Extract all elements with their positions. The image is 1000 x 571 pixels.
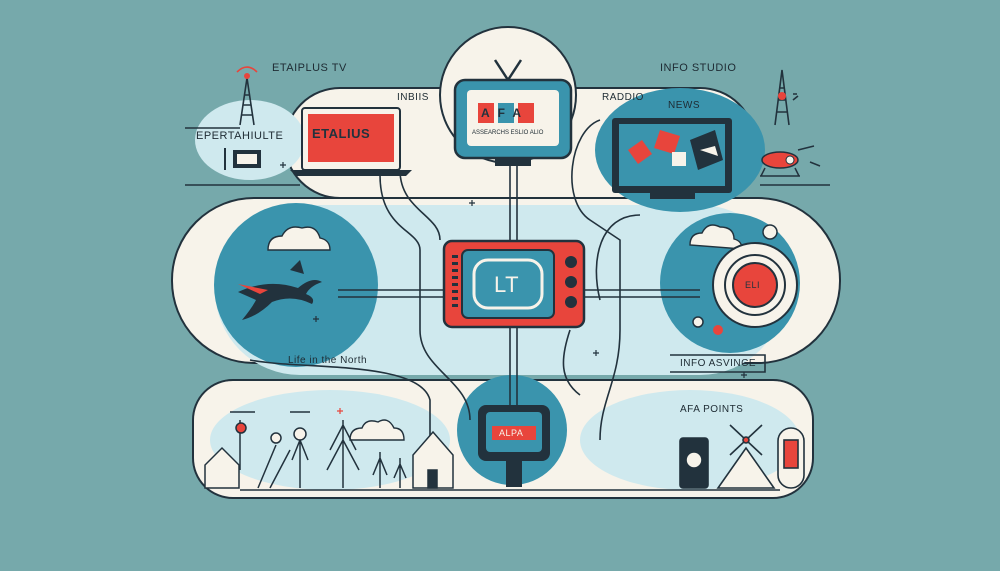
device-icon bbox=[224, 148, 261, 170]
dial-text: ELI bbox=[745, 280, 761, 290]
tree-icon-3 bbox=[372, 452, 388, 488]
connector-lines bbox=[185, 119, 830, 491]
tree-icon-4 bbox=[393, 458, 407, 488]
tv-logo-text: AFA bbox=[481, 106, 529, 120]
bottom-screen-icon bbox=[478, 405, 550, 487]
cloud-icon-bottom bbox=[349, 419, 405, 441]
house-icon-right bbox=[412, 430, 454, 489]
label-inbiis: INBIIS bbox=[397, 92, 429, 103]
teal-left-circle bbox=[214, 203, 378, 367]
wire-2 bbox=[399, 169, 441, 241]
news-tv-icon bbox=[612, 118, 732, 199]
info-advance-tag bbox=[670, 354, 766, 373]
antenna-tower-right bbox=[774, 69, 799, 126]
blob-bottom-left bbox=[210, 390, 450, 490]
dial-icon bbox=[692, 224, 798, 335]
top-tv-icon bbox=[453, 59, 573, 166]
label-etaiplus-tv: ETAIPLUS TV bbox=[272, 62, 347, 74]
label-info-studio: INFO STUDIO bbox=[660, 62, 737, 74]
center-hub-icon bbox=[442, 239, 586, 329]
cloud-icon-left bbox=[267, 226, 331, 251]
village-scene bbox=[204, 411, 454, 489]
wire-4 bbox=[571, 119, 621, 441]
sparkles bbox=[280, 162, 747, 414]
house-icon-left bbox=[204, 446, 240, 489]
tv-caption-text: ASSEARCHS ESLIO ALIO bbox=[472, 130, 544, 136]
bird-icon bbox=[238, 260, 322, 320]
laptop-icon bbox=[290, 107, 412, 176]
cloud-icons bbox=[267, 224, 743, 441]
center-logo-text: LT bbox=[494, 272, 520, 297]
label-afa-points: AFA POINTS bbox=[680, 404, 744, 415]
bottom-screen-text: ALPA bbox=[499, 428, 524, 438]
tree-icon bbox=[326, 420, 360, 488]
wire-6 bbox=[562, 329, 581, 396]
label-life-in-the-north: Life in the North bbox=[288, 355, 368, 366]
cloud-icon-right bbox=[689, 224, 743, 250]
blob-left bbox=[195, 100, 305, 180]
laptop-screen-text: ETALIUS bbox=[312, 126, 371, 141]
label-raddio: RADDIO bbox=[602, 92, 644, 103]
drone-icon bbox=[760, 145, 821, 177]
wire-3 bbox=[249, 359, 431, 470]
wire-5 bbox=[595, 214, 641, 301]
wire-1 bbox=[379, 174, 471, 421]
antenna-tower-left bbox=[236, 66, 258, 126]
label-info-asvince: INFO ASVINCE bbox=[680, 358, 757, 369]
label-epertahiulte: EPERTAHIULTE bbox=[196, 130, 284, 142]
afa-points-scene bbox=[679, 424, 805, 489]
label-news: NEWS bbox=[668, 100, 700, 111]
